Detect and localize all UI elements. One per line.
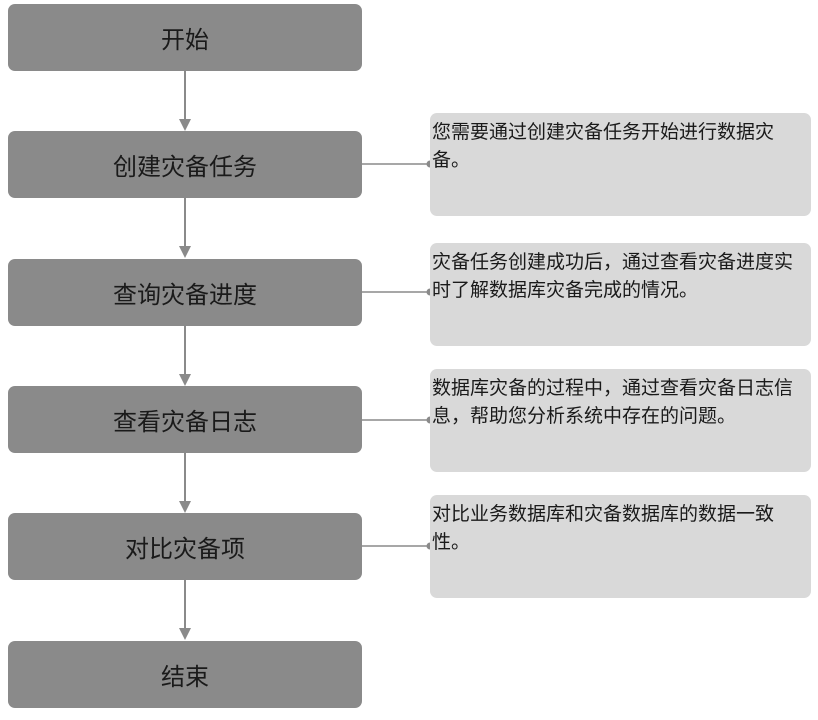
step-query-progress-label: 查询灾备进度 [113, 281, 257, 309]
note-view-log-text: 数据库灾备的过程中，通过查看灾备日志信息，帮助您分析系统中存在的问题。 [432, 377, 794, 427]
note-create-task-text: 您需要通过创建灾备任务开始进行数据灾备。 [432, 121, 775, 171]
step-query-progress: 查询灾备进度 [8, 259, 362, 326]
note-query-progress: 灾备任务创建成功后，通过查看灾备进度实时了解数据库灾备完成的情况。 [430, 243, 811, 346]
step-view-log: 查看灾备日志 [8, 386, 362, 453]
step-end-label: 结束 [161, 663, 209, 691]
step-start: 开始 [8, 4, 362, 71]
note-compare-items-text: 对比业务数据库和灾备数据库的数据一致性。 [432, 503, 775, 553]
note-compare-items: 对比业务数据库和灾备数据库的数据一致性。 [430, 495, 811, 598]
note-create-task: 您需要通过创建灾备任务开始进行数据灾备。 [430, 113, 811, 216]
step-compare-items: 对比灾备项 [8, 513, 362, 580]
note-view-log: 数据库灾备的过程中，通过查看灾备日志信息，帮助您分析系统中存在的问题。 [430, 369, 811, 472]
step-end: 结束 [8, 641, 362, 708]
step-compare-items-label: 对比灾备项 [125, 535, 245, 563]
step-start-label: 开始 [161, 26, 209, 54]
step-create-task: 创建灾备任务 [8, 131, 362, 198]
step-create-task-label: 创建灾备任务 [113, 153, 257, 181]
note-query-progress-text: 灾备任务创建成功后，通过查看灾备进度实时了解数据库灾备完成的情况。 [432, 251, 794, 301]
step-view-log-label: 查看灾备日志 [113, 408, 257, 436]
